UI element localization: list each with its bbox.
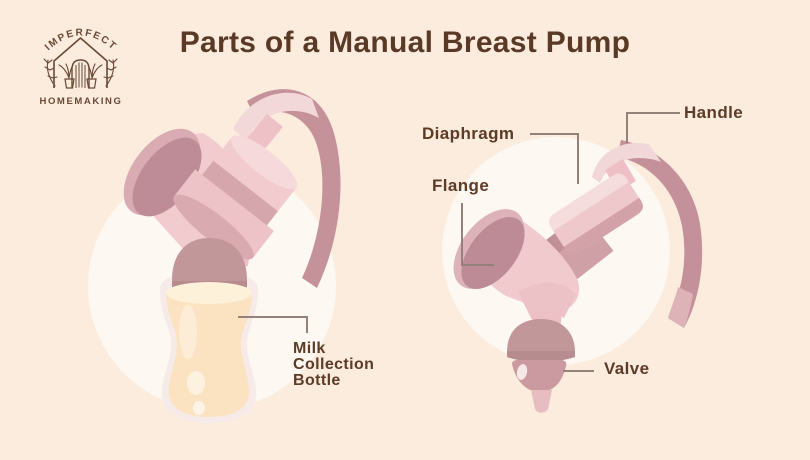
label-valve: Valve xyxy=(604,359,650,378)
flange-opening-shape xyxy=(132,137,202,217)
page-title: Parts of a Manual Breast Pump xyxy=(179,26,631,59)
label-diaphragm: Diaphragm xyxy=(422,124,515,143)
assembled-pump-illustration xyxy=(88,89,341,423)
valve-highlight xyxy=(516,364,528,380)
milk-highlight xyxy=(179,305,197,359)
handle-shape xyxy=(617,140,703,328)
handle-tip-shape xyxy=(668,287,693,328)
flange-opening-shape xyxy=(461,217,525,289)
door-stripes xyxy=(75,62,86,88)
handle-highlight-shape xyxy=(233,92,319,141)
leader-line-milk-bottle xyxy=(238,316,308,333)
diaphragm-stack-shape xyxy=(173,135,298,260)
plant-pots-icon xyxy=(64,78,97,89)
handle-highlight-shape xyxy=(592,142,661,183)
logo-bottom-text: HOMEMAKING xyxy=(39,96,122,107)
handle-shape xyxy=(247,89,341,288)
milk-highlight xyxy=(193,401,205,415)
leader-line-flange xyxy=(461,203,494,266)
plants-icon xyxy=(43,58,118,87)
leader-line-diaphragm xyxy=(530,133,579,184)
bottle-connector-shape xyxy=(172,238,247,293)
leader-line-handle xyxy=(626,112,680,143)
label-handle: Handle xyxy=(684,103,744,122)
milk-surface-shape xyxy=(166,282,252,304)
milk-highlight xyxy=(187,371,205,395)
label-milk-collection-bottle: Milk Collection Bottle xyxy=(293,340,375,389)
imperfect-homemaking-logo: IMPERFECT HOMEMAKING xyxy=(39,27,122,107)
bottle-connector-shade xyxy=(507,351,575,363)
house-icon xyxy=(53,37,108,88)
label-flange: Flange xyxy=(432,176,490,195)
milk-shape xyxy=(166,293,252,417)
exploded-pump-illustration xyxy=(442,112,703,413)
door-icon xyxy=(71,59,90,88)
valve-tip-shape xyxy=(531,390,552,413)
diaphragm-shape xyxy=(549,173,643,255)
